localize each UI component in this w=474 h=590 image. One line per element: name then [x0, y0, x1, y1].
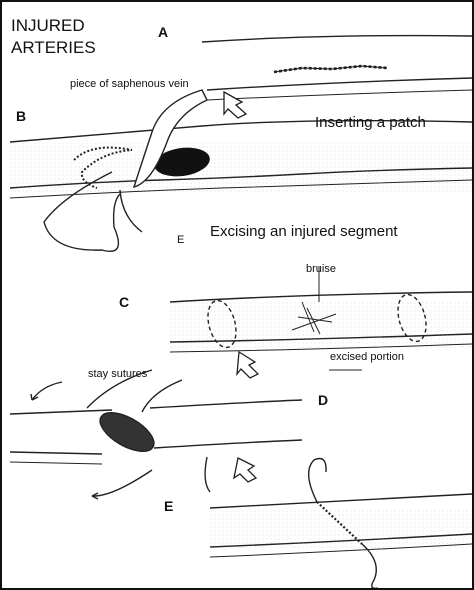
arrow-c: [237, 352, 258, 378]
arrow-d: [234, 458, 256, 482]
panel-c-artery: [170, 266, 472, 370]
inserting-patch-caption: Inserting a patch: [315, 114, 426, 131]
excised-portion-label: excised portion: [330, 351, 404, 363]
panel-d-artery: [10, 370, 302, 499]
stay-sutures-label: stay sutures: [88, 368, 147, 380]
panel-e-label: E: [164, 498, 173, 514]
title-line-2: ARTERIES: [11, 38, 96, 58]
panel-c-label: C: [119, 294, 129, 310]
small-e-label: E: [177, 234, 184, 246]
panel-d-label: D: [318, 392, 328, 408]
saphenous-vein-label: piece of saphenous vein: [70, 78, 189, 90]
title-line-1: INJURED: [11, 16, 85, 36]
excising-segment-caption: Excising an injured segment: [210, 223, 398, 240]
arrow-a: [224, 92, 246, 118]
panel-a-label: A: [158, 24, 168, 40]
bruise-label: bruise: [306, 263, 336, 275]
panel-a-artery: [202, 36, 472, 100]
panel-b-label: B: [16, 108, 26, 124]
